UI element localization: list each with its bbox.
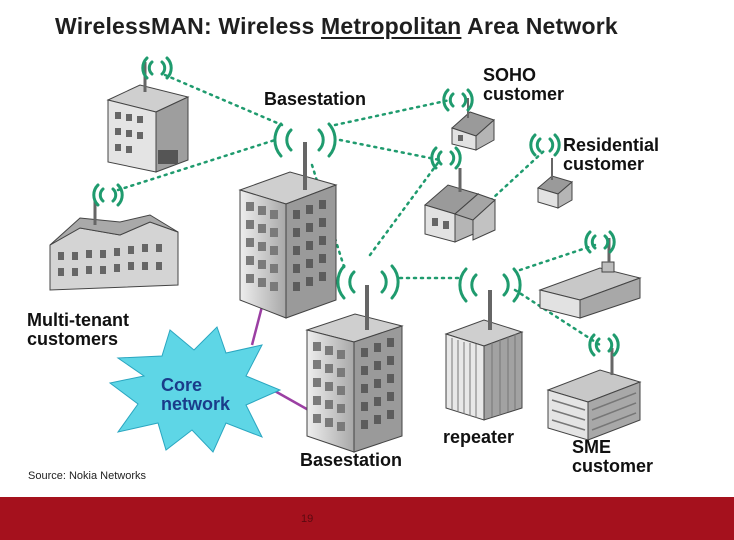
signal-icon-residential xyxy=(529,133,561,157)
label-basestation-top: Basestation xyxy=(264,89,367,109)
link-repeater-sme xyxy=(513,288,602,347)
basestation-tower-bottom xyxy=(305,285,404,453)
basestation-tower-top xyxy=(238,142,338,319)
title-part-1: WirelessMAN: Wireless xyxy=(55,13,322,39)
link-repeater-factory xyxy=(518,243,597,272)
signal-icon-factory xyxy=(584,230,616,254)
page-number: 19 xyxy=(301,513,314,525)
source-note: Source: Nokia Networks xyxy=(28,470,146,482)
core-network-starburst xyxy=(108,326,282,453)
radio-wave-icons xyxy=(92,56,620,357)
signal-icon-house-middle xyxy=(430,146,462,170)
repeater-building xyxy=(444,290,524,421)
signal-icon-office xyxy=(141,56,173,80)
signal-icon-repeater xyxy=(458,267,522,303)
residential-house-middle xyxy=(423,168,496,243)
link-office-basestation xyxy=(163,73,284,127)
signal-icon-multitenant xyxy=(92,183,124,207)
multitenant-building xyxy=(49,200,179,291)
signal-icon-basestation-top xyxy=(273,122,337,158)
network-diagram xyxy=(49,56,642,453)
link-basestation-residential-house xyxy=(338,138,442,162)
signal-icon-basestation-bottom xyxy=(336,264,400,300)
title-part-2: Area Network xyxy=(461,13,618,39)
factory-building xyxy=(538,238,642,319)
sme-building xyxy=(546,348,642,441)
slide-title: WirelessMAN: Wireless Metropolitan Area … xyxy=(55,13,618,40)
title-underlined-word: Metropolitan xyxy=(321,13,462,39)
link-bottom-basestation-house xyxy=(368,158,442,257)
signal-icon-sme xyxy=(588,333,620,357)
footer-bar: 19 xyxy=(0,497,734,540)
label-repeater: repeater xyxy=(443,427,515,447)
label-basestation-bottom: Basestation xyxy=(300,450,403,470)
wireless-links xyxy=(116,73,602,347)
link-multitenant-basestation xyxy=(116,138,277,192)
office-building xyxy=(106,62,190,173)
soho-house xyxy=(451,98,495,151)
link-basestation-soho xyxy=(333,98,452,127)
residential-house-right xyxy=(536,158,574,209)
signal-icon-soho xyxy=(442,88,474,112)
